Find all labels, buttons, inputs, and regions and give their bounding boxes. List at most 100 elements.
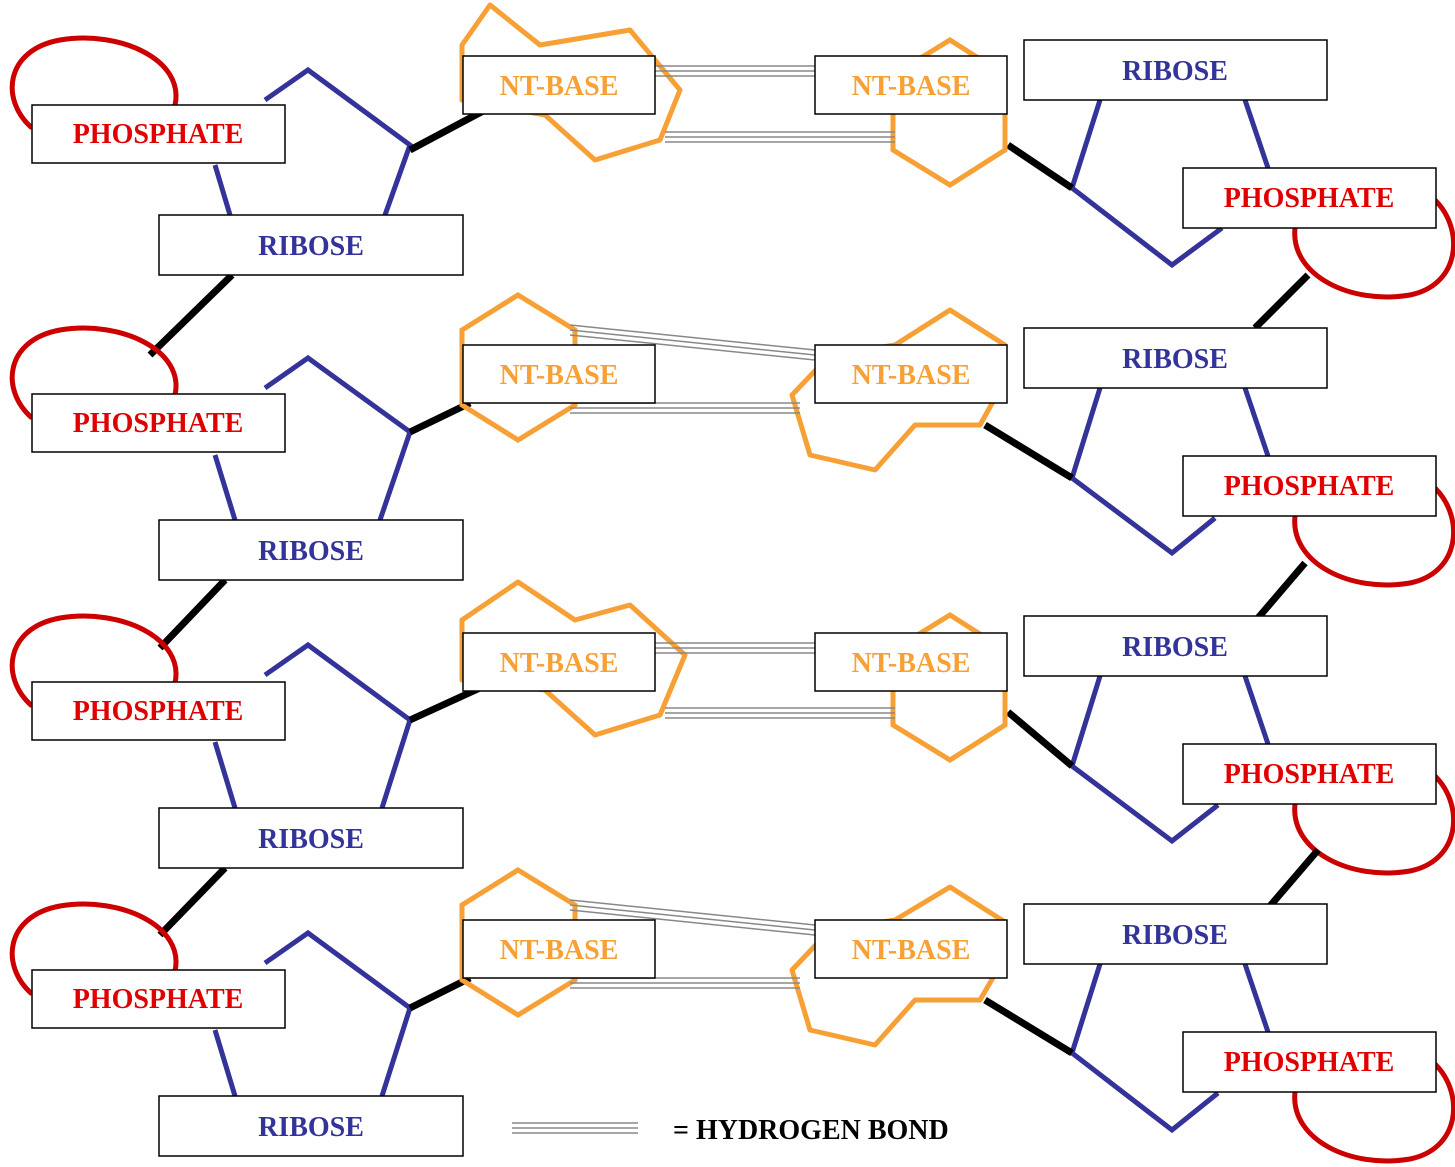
base-pair-2: NT-BASE NT-BASE bbox=[459, 292, 1008, 473]
ribose-box bbox=[158, 1095, 464, 1157]
base-label-left: NT-BASE bbox=[500, 360, 619, 391]
right-strand: RIBOSE PHOSPHATE RIBOSE PHOSPHATE RIBOSE bbox=[983, 39, 1455, 1164]
backbone-bond bbox=[1252, 272, 1311, 331]
ribose-ring bbox=[1069, 99, 1224, 269]
ribose-ring bbox=[263, 66, 413, 216]
ribose-box bbox=[158, 807, 464, 869]
right-nucleotide-1: RIBOSE PHOSPHATE bbox=[1006, 39, 1455, 331]
ribose-ring bbox=[1069, 387, 1217, 557]
base-box-right bbox=[814, 55, 1008, 115]
phosphate-ring bbox=[9, 35, 179, 130]
ribose-label: RIBOSE bbox=[258, 824, 364, 855]
ribose-ring bbox=[1242, 963, 1271, 1033]
ribose-ring bbox=[1242, 675, 1271, 745]
base-box-left bbox=[462, 55, 656, 115]
hydrogen-bond bbox=[655, 642, 815, 654]
base-label-right: NT-BASE bbox=[852, 648, 971, 679]
ribose-ring bbox=[263, 929, 413, 1097]
base-box-left bbox=[462, 344, 656, 404]
left-nucleotide-3: PHOSPHATE RIBOSE bbox=[9, 613, 482, 938]
phosphate-ring bbox=[1292, 1062, 1455, 1164]
phosphate-ring bbox=[1292, 486, 1455, 588]
right-nucleotide-3: RIBOSE PHOSPHATE bbox=[1005, 615, 1455, 909]
backbone-bond bbox=[157, 865, 228, 938]
hydrogen-bond bbox=[570, 977, 800, 989]
base-label-right: NT-BASE bbox=[852, 935, 971, 966]
ribose-ring bbox=[212, 164, 233, 216]
phosphate-label: PHOSPHATE bbox=[73, 696, 244, 727]
base-box-right bbox=[814, 344, 1008, 404]
ribose-label: RIBOSE bbox=[258, 231, 364, 262]
left-nucleotide-1: PHOSPHATE RIBOSE bbox=[9, 35, 487, 358]
ribose-box bbox=[1023, 903, 1328, 965]
base-label-left: NT-BASE bbox=[500, 935, 619, 966]
backbone-bond bbox=[157, 577, 228, 651]
base-ring-left bbox=[459, 2, 683, 163]
ribose-ring bbox=[1069, 675, 1220, 845]
left-strand: PHOSPHATE RIBOSE PHOSPHATE RIBOSE PHOSPH… bbox=[9, 35, 487, 1157]
ribose-ring bbox=[263, 354, 413, 521]
hydrogen-bond bbox=[570, 402, 800, 414]
hydrogen-bond bbox=[665, 131, 895, 143]
ribose-box bbox=[1023, 327, 1328, 389]
ribose-ring bbox=[212, 454, 238, 521]
ribose-ring bbox=[263, 641, 413, 809]
ribose-ring bbox=[1242, 99, 1271, 169]
hydrogen-bond bbox=[569, 899, 816, 936]
ribose-label: RIBOSE bbox=[258, 1112, 364, 1143]
hydrogen-bond-legend-swatch bbox=[512, 1122, 638, 1134]
ribose-label: RIBOSE bbox=[1122, 920, 1228, 951]
hydrogen-bond-legend-label: = HYDROGEN BOND bbox=[673, 1115, 949, 1146]
ribose-ring bbox=[212, 1029, 238, 1097]
phosphate-box bbox=[31, 393, 286, 453]
backbone-bond bbox=[147, 272, 235, 358]
ribose-label: RIBOSE bbox=[258, 536, 364, 567]
base-label-left: NT-BASE bbox=[500, 648, 619, 679]
ribose-ring bbox=[1069, 963, 1220, 1134]
phosphate-box bbox=[1182, 743, 1437, 805]
phosphate-ring bbox=[9, 613, 179, 708]
right-nucleotide-4: RIBOSE PHOSPHATE bbox=[983, 903, 1455, 1164]
phosphate-ring bbox=[1292, 198, 1455, 300]
phosphate-ring bbox=[9, 325, 179, 420]
phosphate-box bbox=[1182, 167, 1437, 229]
backbone-bond bbox=[1006, 142, 1074, 191]
ribose-ring bbox=[212, 741, 238, 809]
hydrogen-bond bbox=[569, 324, 816, 361]
base-ring-left bbox=[459, 579, 688, 738]
backbone-bond bbox=[408, 974, 472, 1012]
phosphate-box bbox=[31, 104, 286, 164]
base-label-right: NT-BASE bbox=[852, 71, 971, 102]
base-box-left bbox=[462, 632, 656, 692]
backbone-bond bbox=[1005, 709, 1075, 769]
left-nucleotide-2: PHOSPHATE RIBOSE bbox=[9, 325, 472, 651]
phosphate-label: PHOSPHATE bbox=[73, 984, 244, 1015]
phosphate-label: PHOSPHATE bbox=[73, 408, 244, 439]
ribose-box bbox=[1023, 39, 1328, 101]
phosphate-ring bbox=[1292, 774, 1455, 876]
phosphate-ring bbox=[9, 901, 179, 996]
base-box-right bbox=[814, 632, 1008, 692]
ribose-label: RIBOSE bbox=[1122, 56, 1228, 87]
phosphate-box bbox=[31, 969, 286, 1029]
hydrogen-bond bbox=[665, 707, 895, 719]
ribose-label: RIBOSE bbox=[1122, 632, 1228, 663]
backbone-bond bbox=[408, 399, 472, 436]
left-nucleotide-4: PHOSPHATE RIBOSE bbox=[9, 901, 472, 1157]
phosphate-box bbox=[31, 681, 286, 741]
right-nucleotide-2: RIBOSE PHOSPHATE bbox=[983, 327, 1455, 621]
base-label-left: NT-BASE bbox=[500, 71, 619, 102]
backbone-bond bbox=[408, 106, 487, 154]
phosphate-box bbox=[1182, 455, 1437, 517]
phosphate-box bbox=[1182, 1031, 1437, 1093]
ribose-box bbox=[158, 519, 464, 581]
ribose-label: RIBOSE bbox=[1122, 344, 1228, 375]
backbone-bond bbox=[1267, 847, 1321, 909]
backbone-bond bbox=[1255, 560, 1308, 621]
base-box-left bbox=[462, 919, 656, 979]
ribose-box bbox=[1023, 615, 1328, 677]
base-pair-4: NT-BASE NT-BASE bbox=[459, 867, 1008, 1048]
base-pair-1: NT-BASE NT-BASE bbox=[459, 2, 1008, 188]
base-box-right bbox=[814, 919, 1008, 979]
